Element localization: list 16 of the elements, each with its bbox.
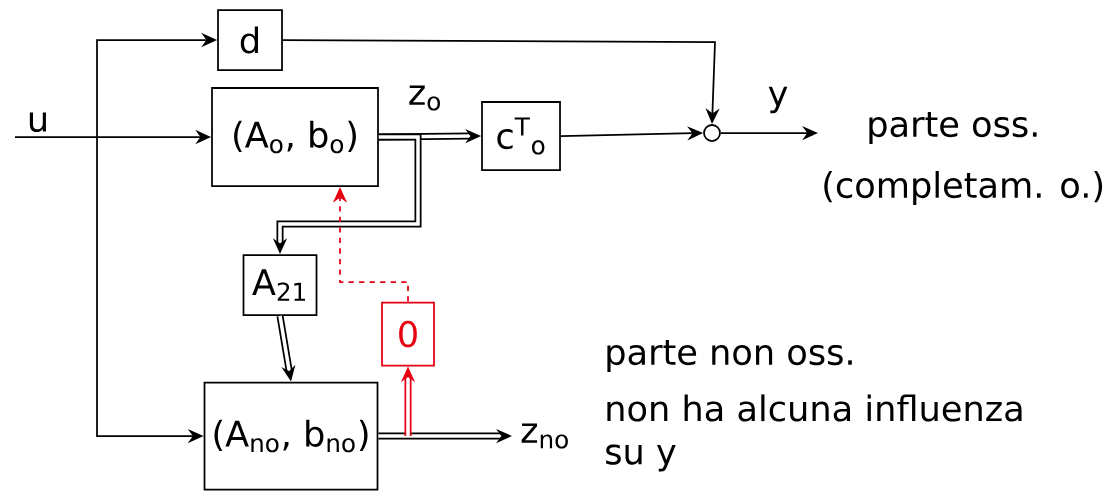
edge-label: z$_{no}$: [518, 421, 572, 451]
note-text: parte non oss.: [607, 340, 852, 372]
edge-label: y: [765, 85, 791, 115]
note-text: su y: [606, 444, 676, 472]
edge-label: u: [25, 110, 51, 134]
block-box: (A$_{o}$, b$_{o}$): [211, 87, 379, 187]
block-box: (A$_{no}$, b$_{no}$): [203, 381, 379, 491]
note-text: non ha alcuna influenza: [607, 394, 1022, 422]
block-box: A$_{21}$: [242, 254, 318, 316]
zero-box: 0: [381, 301, 435, 367]
edge-label: z$_{o}$: [406, 83, 444, 113]
block-box: c$^{T}$o: [481, 101, 561, 171]
block-box: d: [217, 9, 283, 71]
sum-circle: [703, 124, 721, 142]
note-text: (completam. o.): [824, 171, 1103, 205]
note-text: parte oss.: [869, 112, 1037, 144]
